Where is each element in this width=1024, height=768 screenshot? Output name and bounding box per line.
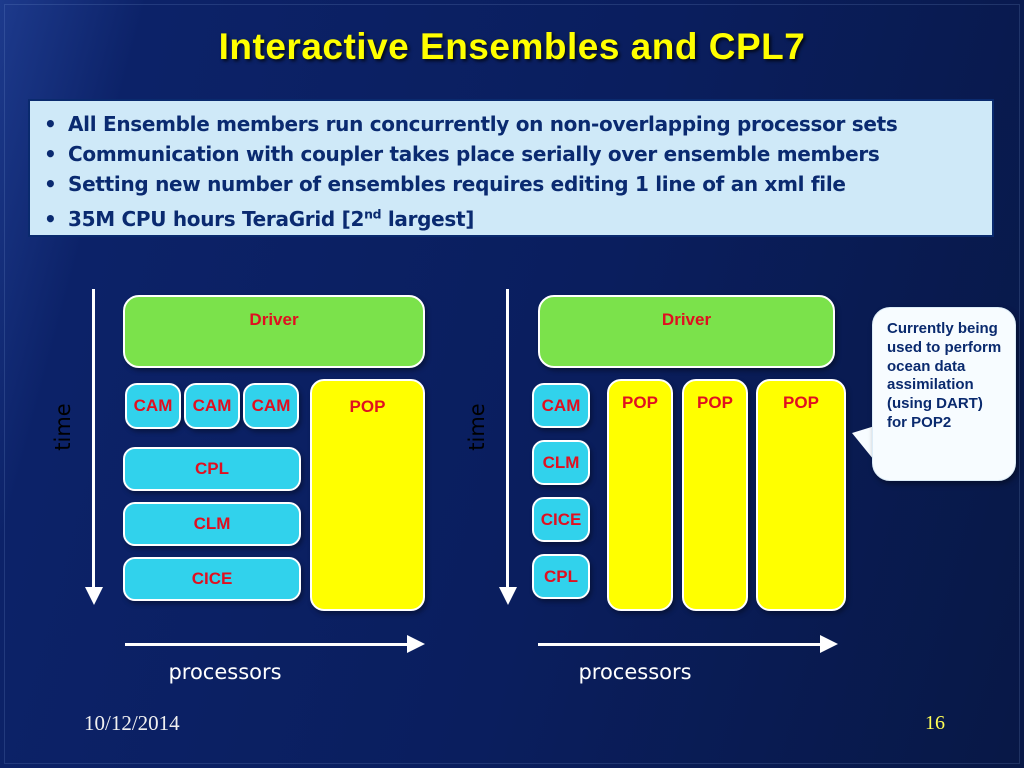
bullet-text: Setting new number of ensembles requires… — [68, 172, 846, 196]
processors-axis-line — [538, 643, 820, 646]
cice-box: CICE — [123, 557, 301, 601]
processors-axis-label: processors — [168, 660, 282, 684]
callout-text: Currently being used to perform ocean da… — [887, 320, 1002, 431]
slide-page-number: 16 — [925, 712, 945, 734]
processors-axis-arrowhead-icon — [407, 635, 425, 653]
bullet-marker: • — [44, 112, 57, 136]
bullet-superscript: nd — [364, 206, 382, 221]
bullet-marker: • — [44, 142, 57, 166]
bullet-marker: • — [44, 172, 57, 196]
cpl-label: CPL — [544, 566, 578, 586]
cam-box: CAM — [532, 383, 590, 428]
cam-box: CAM — [125, 383, 181, 429]
cpl-box: CPL — [532, 554, 590, 599]
bullet-marker: • — [44, 206, 57, 231]
callout-bubble: Currently being used to perform ocean da… — [872, 307, 1016, 481]
time-axis-arrowhead-icon — [85, 587, 103, 605]
clm-box: CLM — [532, 440, 590, 485]
pop-box: POP — [756, 379, 846, 611]
bullet-text: All Ensemble members run concurrently on… — [68, 112, 898, 136]
driver-box: Driver — [538, 295, 835, 368]
processors-axis-arrowhead-icon — [820, 635, 838, 653]
cam-label: CAM — [251, 396, 291, 415]
time-axis-line — [92, 289, 95, 589]
pop-label: POP — [349, 397, 386, 416]
pop-box: POP — [607, 379, 673, 611]
bullet-line: • All Ensemble members run concurrently o… — [44, 109, 978, 139]
bullet-text: Communication with coupler takes place s… — [68, 142, 880, 166]
bullet-line: • Setting new number of ensembles require… — [44, 169, 978, 199]
time-axis-arrowhead-icon — [499, 587, 517, 605]
bullet-line: • Communication with coupler takes place … — [44, 139, 978, 169]
cpl-box: CPL — [123, 447, 301, 491]
cam-box: CAM — [243, 383, 299, 429]
pop-box: POP — [310, 379, 425, 611]
clm-box: CLM — [123, 502, 301, 546]
cam-label: CAM — [133, 396, 173, 415]
left-ensemble-diagram: time Driver CAM CAM CAM POP CPL CLM CICE… — [40, 285, 450, 705]
pop-label: POP — [783, 393, 819, 412]
slide-date: 10/12/2014 — [84, 711, 180, 735]
pop-label: POP — [697, 393, 733, 412]
processors-axis-label: processors — [578, 660, 692, 684]
cice-label: CICE — [540, 509, 582, 529]
clm-label: CLM — [193, 514, 231, 533]
cice-label: CICE — [191, 569, 233, 588]
bullet-text-prefix: 35M CPU hours TeraGrid [2 — [68, 206, 365, 231]
driver-label: Driver — [661, 310, 712, 329]
driver-label: Driver — [249, 310, 299, 329]
slide-title: Interactive Ensembles and CPL7 — [218, 26, 806, 67]
cam-label: CAM — [192, 396, 232, 415]
pop-box: POP — [682, 379, 748, 611]
cam-label: CAM — [541, 395, 581, 415]
bullet-line: • 35M CPU hours TeraGrid [2nd largest] — [44, 199, 978, 234]
right-ensemble-diagram: time Driver CAM CLM CICE CPL POP POP POP… — [455, 285, 865, 705]
time-axis-line — [506, 289, 509, 589]
driver-box: Driver — [123, 295, 425, 368]
cice-box: CICE — [532, 497, 590, 542]
processors-axis-line — [125, 643, 407, 646]
cpl-label: CPL — [195, 459, 229, 478]
time-axis-label: time — [465, 403, 489, 451]
bullet-text-suffix: largest] — [381, 206, 475, 231]
summary-panel: • All Ensemble members run concurrently o… — [28, 99, 994, 237]
clm-label: CLM — [542, 452, 580, 472]
time-axis-label: time — [51, 403, 75, 451]
bullet-text: 35M CPU hours TeraGrid [2nd largest] — [68, 206, 475, 231]
cam-box: CAM — [184, 383, 240, 429]
pop-label: POP — [622, 393, 658, 412]
